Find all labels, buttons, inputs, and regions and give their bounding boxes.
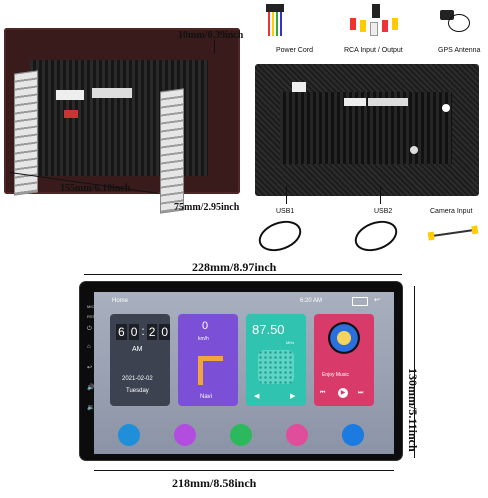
height-label: 75mm/2.95inch (174, 202, 240, 213)
camera-cable-icon (427, 225, 479, 241)
play-icon[interactable]: ▶ (338, 388, 348, 398)
speed-value: 0 (202, 320, 209, 332)
dock-settings-icon[interactable] (342, 424, 364, 446)
rear-heatsink (280, 92, 452, 164)
power-harness-icon (262, 4, 288, 38)
thickness-label: 10mm/0.39inch (178, 30, 244, 41)
gps-antenna-icon (438, 4, 476, 38)
weekday-label: Tuesday (126, 388, 149, 394)
back-button-icon[interactable]: ↩ (87, 365, 93, 371)
usb2-label: USB2 (374, 208, 393, 215)
left-mount-bracket (14, 70, 38, 196)
side-button-column: MIC RST ⏻ ⌂ ↩ 🔊 🔉 (87, 304, 95, 411)
album-art-icon (328, 322, 360, 354)
clock-digit: 6 (116, 324, 127, 340)
rca-label: RCA Input / Output (344, 47, 403, 54)
clock-ampm: AM (132, 346, 143, 353)
inner-width-label: 218mm/8.58inch (172, 476, 257, 490)
camera-label: Camera Input (430, 208, 473, 215)
clock-digit: 0 (159, 324, 171, 340)
screen-width-line (84, 274, 402, 275)
freq-value: 87.50 (252, 322, 285, 337)
power-button-icon[interactable]: ⏻ (87, 326, 92, 332)
rca-harness-icon (346, 4, 406, 38)
clock-digit: 2 (146, 324, 158, 340)
screen-height-label: 130mm/5.11inch (406, 368, 420, 452)
home-button-icon[interactable]: ⌂ (87, 344, 91, 350)
connector-red (64, 110, 78, 118)
freq-unit: MHz (286, 340, 295, 345)
dock-phone-icon[interactable] (230, 424, 252, 446)
home-label: Home (112, 298, 129, 304)
gps-label: GPS Antenna (438, 47, 481, 54)
thickness-line (214, 40, 215, 54)
speaker-icon (258, 350, 294, 384)
inner-width-line (94, 470, 394, 471)
status-time: 6:20 AM (300, 298, 323, 304)
navi-widget[interactable]: 0 km/h Navi (178, 314, 238, 406)
power-cord-label: Power Cord (276, 47, 313, 54)
dock-music-icon[interactable] (286, 424, 308, 446)
clock-digit: 0 (128, 324, 140, 340)
usb1-cable-icon (254, 215, 306, 257)
window-icon[interactable] (352, 297, 368, 306)
aux-port (368, 98, 408, 106)
radio-widget[interactable]: 87.50 MHz ◀ ▶ (246, 314, 306, 406)
usb2-leader (380, 186, 381, 204)
camera-port (410, 146, 418, 154)
next-station-icon[interactable]: ▶ (290, 393, 296, 400)
vol-down-icon[interactable]: 🔉 (87, 405, 95, 411)
dock-radio-icon[interactable] (174, 424, 196, 446)
vol-up-icon[interactable]: 🔊 (87, 385, 95, 391)
prev-station-icon[interactable]: ◀ (254, 393, 260, 400)
back-icon[interactable]: ↩ (374, 297, 380, 304)
speed-unit: km/h (198, 336, 209, 342)
connector-grey (92, 88, 132, 98)
depth-label: 155mm/6.10inch (60, 183, 131, 194)
screen-width-label: 228mm/8.97inch (192, 260, 277, 274)
dock-telegram-icon[interactable] (118, 424, 140, 446)
right-mount-bracket (160, 88, 184, 214)
rca-port (344, 98, 366, 106)
turn-arrow-icon (198, 356, 223, 385)
prev-track-icon[interactable]: ⏮ (320, 390, 326, 396)
usb2-cable-icon (350, 215, 402, 257)
music-label: Enjoy Music (322, 372, 349, 378)
connector-white (56, 90, 84, 100)
date-label: 2021-02-02 (122, 376, 153, 382)
navi-label: Navi (200, 394, 213, 400)
screen-height-line (414, 286, 415, 458)
clock-widget[interactable]: 6 0 : 2 0 AM 2021-02-02 Tuesday (110, 314, 171, 406)
usb1-label: USB1 (276, 208, 295, 215)
music-widget[interactable]: Enjoy Music ⏮ ▶ ⏭ (314, 314, 374, 406)
power-port (292, 82, 306, 92)
gps-port (442, 104, 450, 112)
next-track-icon[interactable]: ⏭ (358, 390, 364, 396)
usb1-leader (286, 186, 287, 204)
